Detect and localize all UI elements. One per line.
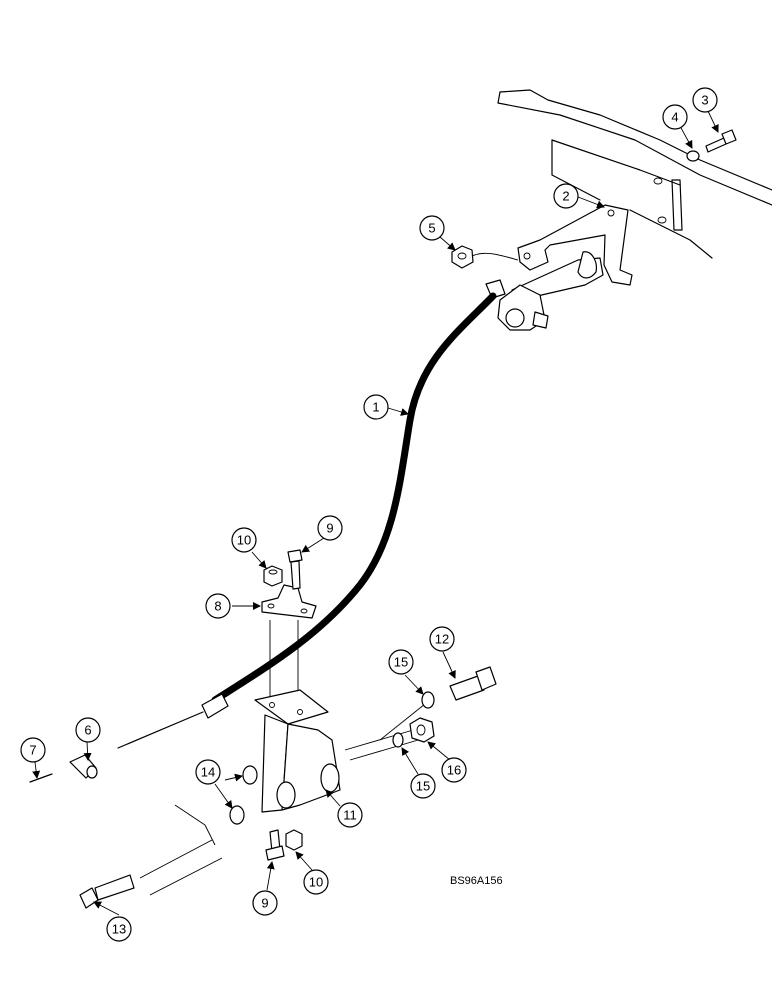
- svg-text:6: 6: [84, 723, 91, 738]
- callout-3: 3: [692, 87, 718, 113]
- callout-16: 16: [441, 757, 467, 783]
- callout-6: 6: [75, 717, 101, 743]
- pivot-pin: [79, 804, 223, 909]
- callout-9-bottom: 9: [252, 890, 278, 916]
- hex-nut-top: [263, 565, 283, 587]
- bolt-bottom: [265, 829, 285, 861]
- washer-top: [421, 691, 435, 709]
- cable-ferrule: [201, 693, 229, 719]
- callout-14: 14: [195, 759, 221, 785]
- svg-text:8: 8: [214, 599, 221, 614]
- svg-text:13: 13: [112, 922, 126, 937]
- svg-text:4: 4: [671, 110, 678, 125]
- svg-text:12: 12: [435, 632, 449, 647]
- flange-nut: [451, 245, 474, 269]
- leader-lines: [32, 110, 719, 916]
- svg-text:10: 10: [237, 533, 251, 548]
- svg-text:2: 2: [562, 189, 569, 204]
- callout-15-top: 15: [388, 649, 414, 675]
- svg-text:5: 5: [428, 221, 435, 236]
- washer-bottom: [392, 732, 404, 748]
- svg-text:1: 1: [372, 400, 379, 415]
- hex-nut-bottom: [285, 829, 303, 851]
- svg-text:10: 10: [309, 875, 323, 890]
- callout-7: 7: [20, 737, 46, 763]
- cotter-pin: [29, 773, 53, 783]
- svg-text:14: 14: [201, 765, 215, 780]
- callout-13: 13: [106, 916, 132, 942]
- support-bracket: [254, 689, 431, 813]
- callout-12: 12: [429, 626, 455, 652]
- cable-clamp: [261, 584, 317, 619]
- washer-14-upper: [242, 765, 258, 785]
- washer-4: [686, 150, 700, 162]
- callout-1: 1: [363, 394, 389, 420]
- callout-11: 11: [337, 802, 363, 828]
- control-cable: [211, 292, 497, 704]
- cable-inner-wire: [117, 711, 204, 749]
- callout-15-bottom: 15: [410, 773, 436, 799]
- bolt-top: [287, 549, 303, 590]
- callout-2: 2: [553, 183, 579, 209]
- svg-text:9: 9: [326, 521, 333, 536]
- svg-text:16: 16: [447, 763, 461, 778]
- frame-plate: [497, 89, 772, 259]
- washer-14-lower: [229, 805, 245, 825]
- svg-text:15: 15: [416, 779, 430, 794]
- callout-10-top: 10: [231, 527, 257, 553]
- mounting-bracket: [485, 204, 633, 331]
- cable-swivel: [69, 754, 98, 779]
- svg-text:11: 11: [343, 808, 357, 823]
- svg-text:15: 15: [394, 655, 408, 670]
- svg-text:7: 7: [29, 743, 36, 758]
- svg-text:9: 9: [261, 896, 268, 911]
- callout-9-top: 9: [317, 515, 343, 541]
- svg-text:3: 3: [701, 93, 708, 108]
- callout-5: 5: [419, 215, 445, 241]
- lock-nut: [409, 717, 435, 743]
- drawing-code: BS96A156: [450, 875, 503, 887]
- callout-8: 8: [205, 593, 231, 619]
- callout-4: 4: [662, 104, 688, 130]
- callout-10-bottom: 10: [303, 869, 329, 895]
- bolt-large: [449, 666, 497, 701]
- bolt-3: [705, 129, 737, 153]
